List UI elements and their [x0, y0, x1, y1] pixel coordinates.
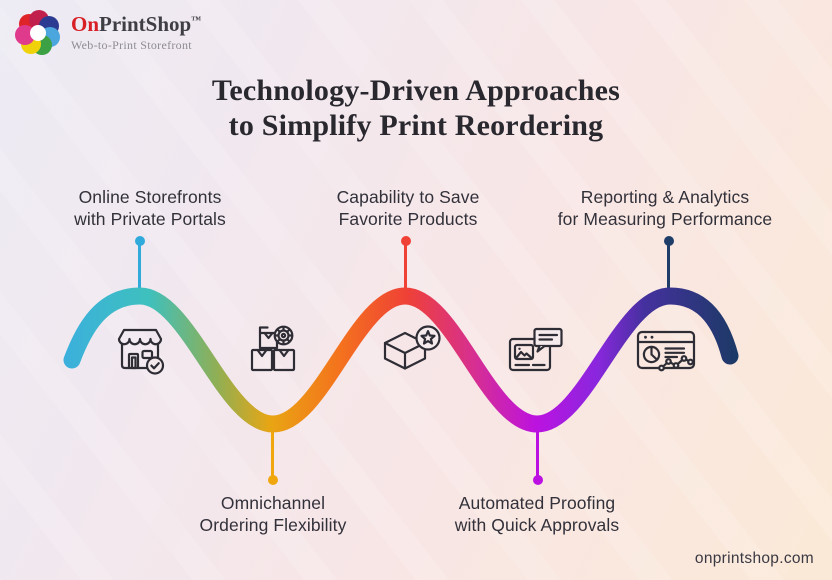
step-label-line: Automated Proofing [458, 493, 616, 513]
brand-name-prefix: On [71, 12, 100, 37]
step-label-line: Omnichannel [220, 493, 326, 513]
flower-logo-icon [14, 9, 62, 57]
connector-dot [663, 236, 674, 246]
brand-name-rest: PrintShop [99, 12, 192, 37]
box-star-icon [383, 325, 441, 370]
step-connector [400, 236, 411, 300]
connector-dot [400, 236, 411, 246]
website-url: onprintshop.com [694, 550, 814, 567]
analytics-dashboard-icon [636, 330, 696, 372]
step-connector [267, 422, 278, 485]
step-label-reporting-analytics: Reporting & Analytics for Measuring Perf… [515, 186, 815, 230]
step-label-online-storefronts: Online Storefronts with Private Portals [30, 186, 270, 230]
step-label-omnichannel: Omnichannel Ordering Flexibility [153, 492, 393, 536]
step-connector [663, 236, 674, 300]
page-title-line2: to Simplify Print Reordering [228, 109, 604, 143]
step-label-line: Reporting & Analytics [580, 187, 750, 207]
step-label-line: with Private Portals [74, 209, 226, 230]
brand-text: OnPrintShop™ Web-to-Print Storefront [71, 13, 201, 52]
brand-logo: OnPrintShop™ Web-to-Print Storefront [14, 9, 201, 57]
step-label-save-favorites: Capability to Save Favorite Products [288, 186, 528, 230]
boxes-gear-icon [250, 325, 296, 372]
connector-dot [267, 475, 278, 485]
step-label-line: Ordering Flexibility [199, 515, 347, 536]
page-title-line1: Technology-Driven Approaches [211, 74, 621, 107]
proof-approval-icon [508, 327, 563, 372]
step-connector [134, 236, 145, 300]
step-connector [532, 422, 543, 485]
brand-tagline: Web-to-Print Storefront [71, 37, 192, 52]
page-title: Technology-Driven Approaches to Simplify… [0, 73, 832, 144]
connector-dot [532, 475, 543, 485]
storefront-check-icon [117, 328, 165, 375]
connector-dot [134, 236, 145, 246]
trademark-symbol: ™ [191, 15, 202, 27]
step-label-line: with Quick Approvals [454, 515, 620, 536]
step-label-line: Favorite Products [338, 209, 478, 230]
logo-center [30, 25, 46, 41]
step-label-line: Capability to Save [336, 187, 480, 207]
brand-name: OnPrintShop™ [71, 13, 201, 36]
step-label-automated-proofing: Automated Proofing with Quick Approvals [402, 492, 672, 536]
step-label-line: for Measuring Performance [557, 209, 773, 230]
step-label-line: Online Storefronts [78, 187, 222, 207]
